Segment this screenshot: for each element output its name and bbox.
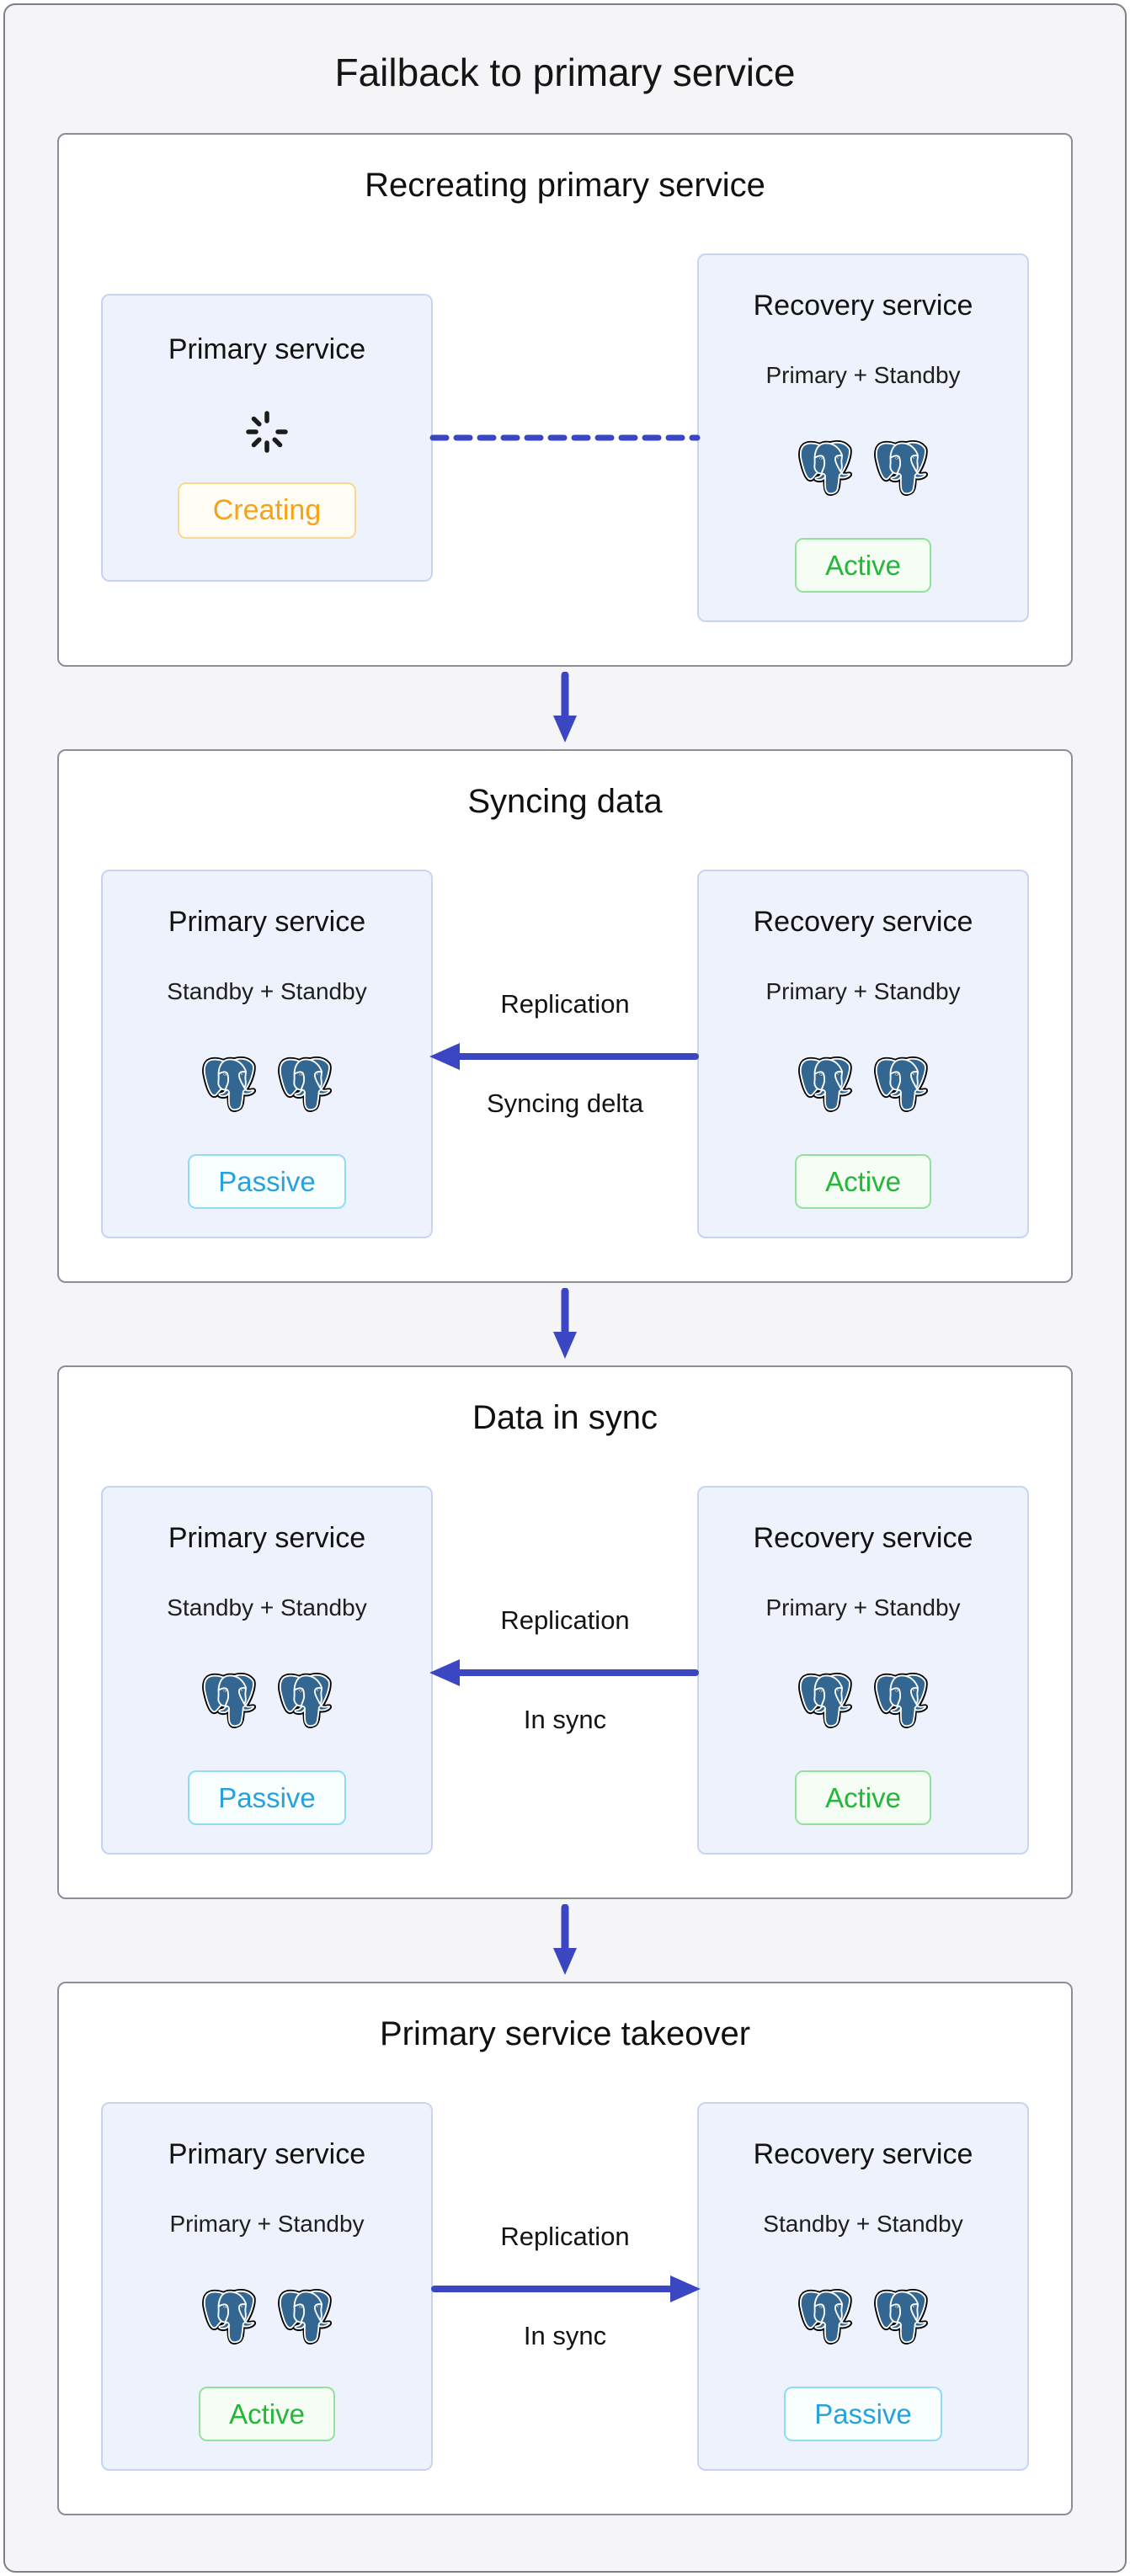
database-icons <box>798 1673 928 1728</box>
spinner-icon <box>243 408 290 455</box>
primary-service-node: Primary service Primary + Standby Active <box>101 2102 433 2471</box>
database-icons <box>798 2289 928 2344</box>
arrow-down-icon <box>553 1288 577 1359</box>
node-title: Primary service <box>168 1522 366 1554</box>
stage-title: Primary service takeover <box>379 2015 751 2052</box>
dashed-line-icon <box>429 434 701 441</box>
stage-title: Syncing data <box>467 783 663 820</box>
node-title: Recovery service <box>753 290 973 322</box>
stage-transition <box>57 667 1073 749</box>
node-roles: Standby + Standby <box>167 1594 367 1621</box>
flow-column: Recreating primary service Primary servi… <box>57 133 1073 2515</box>
status-badge: Creating <box>177 482 357 539</box>
postgres-elephant-icon <box>874 440 928 496</box>
stage-syncing-data: Syncing data Primary service Standby + S… <box>57 749 1073 1283</box>
diagram-frame: Failback to primary service Recreating p… <box>3 3 1127 2573</box>
primary-service-node: Primary service Creating <box>101 294 433 582</box>
connector-dashed <box>429 236 701 640</box>
node-title: Recovery service <box>753 1522 973 1554</box>
stage-title: Data in sync <box>472 1399 658 1436</box>
postgres-elephant-icon <box>278 1056 332 1112</box>
recovery-service-node: Recovery service Primary + Standby Activ… <box>697 870 1029 1238</box>
primary-service-node: Primary service Standby + Standby Passiv… <box>101 870 433 1238</box>
status-badge: Passive <box>188 1770 346 1825</box>
recovery-service-node: Recovery service Standby + Standby Passi… <box>697 2102 1029 2471</box>
status-badge: Passive <box>784 2387 942 2441</box>
stage-transition <box>57 1283 1073 1365</box>
postgres-elephant-icon <box>798 440 852 496</box>
sync-state-label: In sync <box>523 1705 607 1734</box>
postgres-elephant-icon <box>202 1056 256 1112</box>
database-icons <box>798 1056 928 1112</box>
database-icons <box>798 440 928 496</box>
stage-recreating-primary-service: Recreating primary service Primary servi… <box>57 133 1073 667</box>
stage-primary-service-takeover: Primary service takeover Primary service… <box>57 1982 1073 2515</box>
replication-label: Replication <box>500 2222 630 2251</box>
arrow-down-icon <box>553 672 577 742</box>
stage-transition <box>57 1899 1073 1982</box>
connector-replication: Replication In sync <box>431 2084 701 2488</box>
arrow-right-icon <box>431 2275 701 2302</box>
status-badge: Active <box>795 1154 931 1209</box>
node-roles: Primary + Standby <box>765 1594 961 1621</box>
database-icons <box>202 1056 332 1112</box>
node-roles: Standby + Standby <box>167 978 367 1004</box>
replication-label: Replication <box>500 1605 630 1635</box>
node-roles: Primary + Standby <box>765 978 961 1004</box>
postgres-elephant-icon <box>874 1673 928 1728</box>
node-title: Recovery service <box>753 906 973 938</box>
arrow-left-icon <box>429 1659 699 1686</box>
node-title: Primary service <box>168 333 366 365</box>
postgres-elephant-icon <box>278 2289 332 2344</box>
status-badge: Active <box>795 538 931 593</box>
node-title: Primary service <box>168 2138 366 2170</box>
connector-replication: Replication In sync <box>429 1468 699 1872</box>
arrow-left-icon <box>429 1043 699 1070</box>
database-icons <box>202 2289 332 2344</box>
postgres-elephant-icon <box>278 1673 332 1728</box>
page-title: Failback to primary service <box>334 51 796 94</box>
status-badge: Passive <box>188 1154 346 1209</box>
primary-service-node: Primary service Standby + Standby Passiv… <box>101 1486 433 1855</box>
status-badge: Active <box>199 2387 335 2441</box>
postgres-elephant-icon <box>874 1056 928 1112</box>
node-roles: Standby + Standby <box>763 2211 963 2237</box>
connector-replication: Replication Syncing delta <box>429 852 699 1256</box>
stage-title: Recreating primary service <box>365 167 765 204</box>
stage-data-in-sync: Data in sync Primary service Standby + S… <box>57 1365 1073 1899</box>
postgres-elephant-icon <box>202 2289 256 2344</box>
postgres-elephant-icon <box>798 2289 852 2344</box>
recovery-service-node: Recovery service Primary + Standby Activ… <box>697 253 1029 622</box>
node-roles: Primary + Standby <box>169 2211 365 2237</box>
status-badge: Active <box>795 1770 931 1825</box>
database-icons <box>202 1673 332 1728</box>
postgres-elephant-icon <box>798 1673 852 1728</box>
sync-state-label: Syncing delta <box>486 1088 644 1118</box>
arrow-down-icon <box>553 1904 577 1975</box>
sync-state-label: In sync <box>523 2321 607 2350</box>
node-title: Primary service <box>168 906 366 938</box>
recovery-service-node: Recovery service Primary + Standby Activ… <box>697 1486 1029 1855</box>
postgres-elephant-icon <box>874 2289 928 2344</box>
replication-label: Replication <box>500 989 630 1019</box>
postgres-elephant-icon <box>798 1056 852 1112</box>
postgres-elephant-icon <box>202 1673 256 1728</box>
node-roles: Primary + Standby <box>765 362 961 388</box>
node-title: Recovery service <box>753 2138 973 2170</box>
